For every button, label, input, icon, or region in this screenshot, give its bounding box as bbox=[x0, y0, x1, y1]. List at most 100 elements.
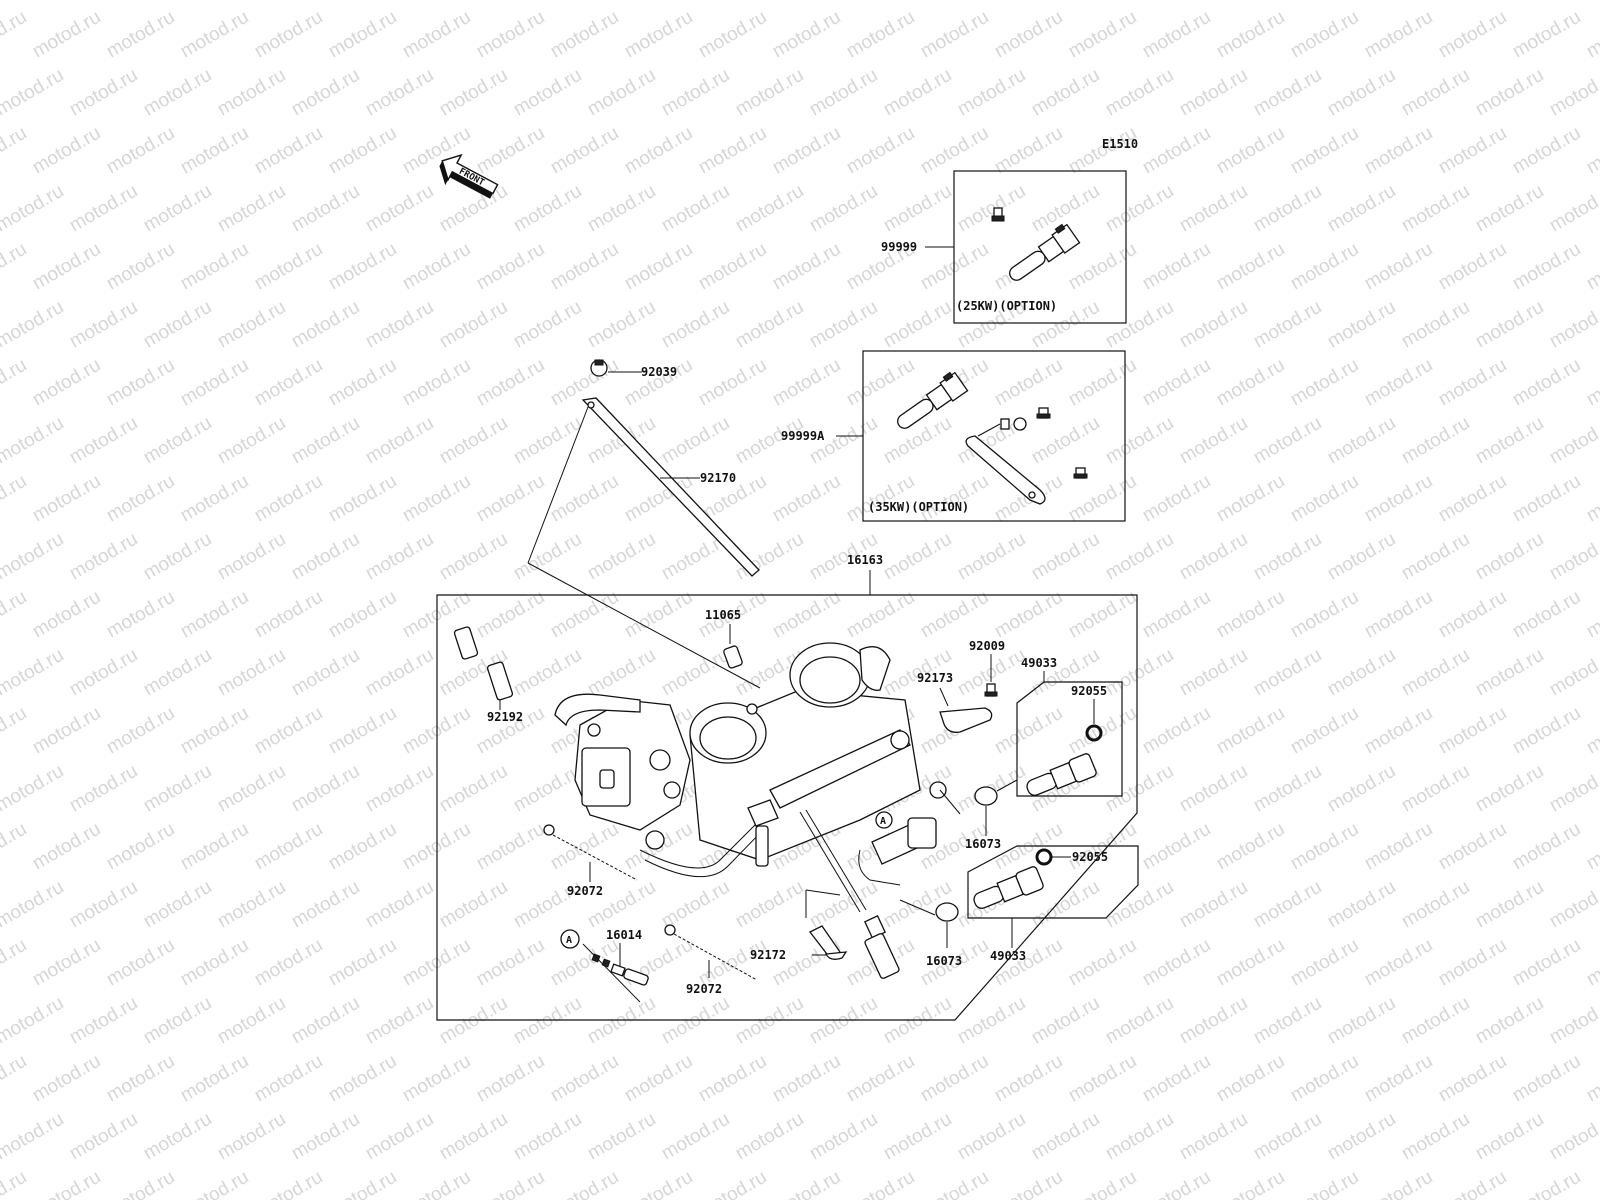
watermark-text: motod.ru bbox=[1139, 1051, 1214, 1107]
watermark-text: motod.ru bbox=[1213, 703, 1288, 759]
watermark-text: motod.ru bbox=[0, 1051, 30, 1107]
watermark-text: motod.ru bbox=[29, 587, 104, 643]
watermark-text: motod.ru bbox=[436, 529, 511, 585]
watermark-text: motod.ru bbox=[436, 0, 511, 4]
watermark-text: motod.ru bbox=[1435, 703, 1510, 759]
note-25kw: (25KW)(OPTION) bbox=[956, 299, 1057, 313]
watermark-text: motod.ru bbox=[1583, 1051, 1600, 1107]
watermark-text: motod.ru bbox=[769, 471, 844, 527]
watermark-text: motod.ru bbox=[251, 355, 326, 411]
watermark-text: motod.ru bbox=[1287, 471, 1362, 527]
watermark-text: motod.ru bbox=[325, 1167, 400, 1200]
watermark-text: motod.ru bbox=[1065, 7, 1140, 63]
watermark-text: motod.ru bbox=[1398, 413, 1473, 469]
watermark-text: motod.ru bbox=[288, 645, 363, 701]
watermark-text: motod.ru bbox=[1102, 645, 1177, 701]
watermark-text: motod.ru bbox=[1324, 65, 1399, 121]
watermark-text: motod.ru bbox=[251, 935, 326, 991]
watermark-text: motod.ru bbox=[251, 239, 326, 295]
watermark-text: motod.ru bbox=[1361, 355, 1436, 411]
watermark-text: motod.ru bbox=[177, 1051, 252, 1107]
watermark-text: motod.ru bbox=[140, 65, 215, 121]
watermark-text: motod.ru bbox=[1250, 645, 1325, 701]
watermark-text: motod.ru bbox=[1472, 0, 1547, 4]
watermark-text: motod.ru bbox=[1546, 645, 1600, 701]
watermark-text: motod.ru bbox=[880, 65, 955, 121]
watermark-text: motod.ru bbox=[1361, 123, 1436, 179]
watermark-text: motod.ru bbox=[1250, 297, 1325, 353]
watermark-text: motod.ru bbox=[177, 703, 252, 759]
watermark-text: motod.ru bbox=[1102, 1109, 1177, 1165]
watermark-text: motod.ru bbox=[1472, 297, 1547, 353]
watermark-text: motod.ru bbox=[1250, 993, 1325, 1049]
watermark-text: motod.ru bbox=[140, 877, 215, 933]
watermark-text: motod.ru bbox=[1176, 0, 1251, 4]
watermark-text: motod.ru bbox=[1176, 993, 1251, 1049]
watermark-text: motod.ru bbox=[547, 935, 622, 991]
watermark-text: motod.ru bbox=[510, 1109, 585, 1165]
watermark-text: motod.ru bbox=[1324, 993, 1399, 1049]
watermark-text: motod.ru bbox=[251, 1051, 326, 1107]
watermark-text: motod.ru bbox=[1472, 1109, 1547, 1165]
label-92072-bottom: 92072 bbox=[686, 982, 722, 996]
watermark-text: motod.ru bbox=[1102, 181, 1177, 237]
watermark-text: motod.ru bbox=[1213, 935, 1288, 991]
watermark-text: motod.ru bbox=[880, 529, 955, 585]
watermark-text: motod.ru bbox=[732, 0, 807, 4]
watermark-text: motod.ru bbox=[0, 7, 30, 63]
watermark-text: motod.ru bbox=[1250, 413, 1325, 469]
watermark-text: motod.ru bbox=[1028, 529, 1103, 585]
watermark-text: motod.ru bbox=[177, 587, 252, 643]
watermark-text: motod.ru bbox=[806, 1109, 881, 1165]
watermark-text: motod.ru bbox=[362, 761, 437, 817]
watermark-text: motod.ru bbox=[547, 1051, 622, 1107]
watermark-text: motod.ru bbox=[1176, 65, 1251, 121]
watermark-text: motod.ru bbox=[1398, 877, 1473, 933]
cap-part: 92039 bbox=[590, 359, 677, 379]
small-screw-part: 92009 bbox=[969, 639, 1005, 697]
label-99999: 99999 bbox=[881, 240, 917, 254]
watermark-text: motod.ru bbox=[177, 123, 252, 179]
watermark-text: motod.ru bbox=[288, 65, 363, 121]
watermark-text: motod.ru bbox=[1139, 935, 1214, 991]
watermark-text: motod.ru bbox=[510, 65, 585, 121]
watermark-text: motod.ru bbox=[1287, 935, 1362, 991]
watermark-text: motod.ru bbox=[547, 239, 622, 295]
watermark-text: motod.ru bbox=[510, 413, 585, 469]
watermark-text: motod.ru bbox=[29, 123, 104, 179]
watermark-text: motod.ru bbox=[399, 7, 474, 63]
watermark-text: motod.ru bbox=[325, 935, 400, 991]
watermark-text: motod.ru bbox=[658, 65, 733, 121]
watermark-text: motod.ru bbox=[0, 645, 67, 701]
watermark-text: motod.ru bbox=[1139, 355, 1214, 411]
watermark-text: motod.ru bbox=[473, 239, 548, 295]
watermark-text: motod.ru bbox=[1398, 993, 1473, 1049]
watermark-text: motod.ru bbox=[1583, 1167, 1600, 1200]
watermark-text: motod.ru bbox=[177, 355, 252, 411]
watermark-text: motod.ru bbox=[954, 0, 1029, 4]
watermark-text: motod.ru bbox=[769, 1167, 844, 1200]
injector-icon bbox=[1026, 753, 1097, 796]
watermark-text: motod.ru bbox=[1472, 761, 1547, 817]
watermark-text: motod.ru bbox=[1213, 587, 1288, 643]
watermark-text: motod.ru bbox=[177, 1167, 252, 1200]
watermark-text: motod.ru bbox=[1324, 413, 1399, 469]
watermark-text: motod.ru bbox=[362, 297, 437, 353]
watermark-text: motod.ru bbox=[1472, 65, 1547, 121]
watermark-text: motod.ru bbox=[1065, 471, 1140, 527]
watermark-text: motod.ru bbox=[547, 7, 622, 63]
watermark-text: motod.ru bbox=[1583, 123, 1600, 179]
watermark-text: motod.ru bbox=[1287, 587, 1362, 643]
watermark-text: motod.ru bbox=[1472, 181, 1547, 237]
watermark-text: motod.ru bbox=[1213, 355, 1288, 411]
watermark-text: motod.ru bbox=[1398, 761, 1473, 817]
label-16073-lower: 16073 bbox=[926, 954, 962, 968]
watermark-text: motod.ru bbox=[1102, 761, 1177, 817]
watermark-text: motod.ru bbox=[103, 471, 178, 527]
watermark-text: motod.ru bbox=[473, 7, 548, 63]
label-49033-lower: 49033 bbox=[990, 949, 1026, 963]
watermark-text: motod.ru bbox=[1435, 355, 1510, 411]
watermark-text: motod.ru bbox=[29, 471, 104, 527]
watermark-text: motod.ru bbox=[1250, 761, 1325, 817]
